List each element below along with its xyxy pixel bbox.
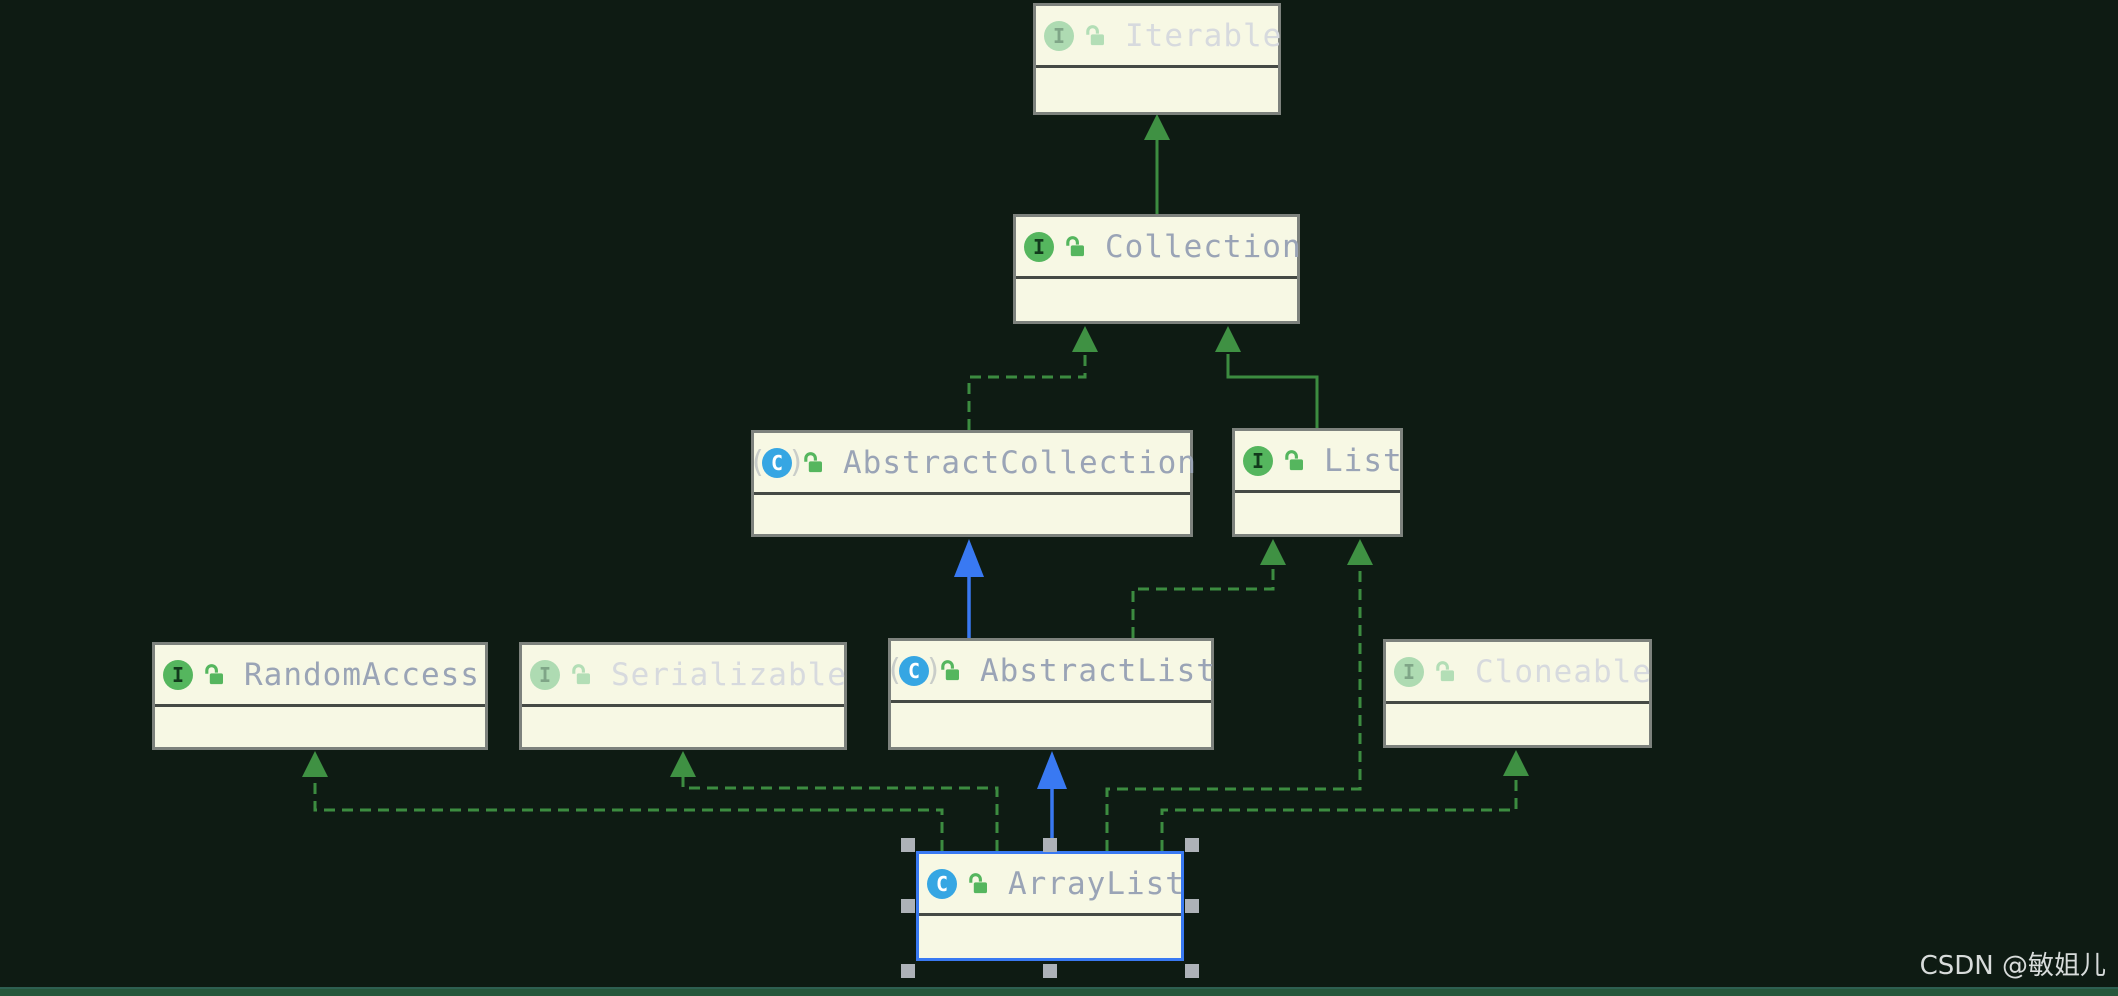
interface-icon: I xyxy=(1243,445,1273,476)
node-abstractcollection[interactable]: C AbstractCollection xyxy=(751,430,1196,537)
unlocked-icon xyxy=(801,451,825,475)
node-label: AbstractCollection xyxy=(843,444,1197,481)
csdn-watermark: CSDN @敏姐儿 xyxy=(1919,951,2106,981)
fields-section xyxy=(919,916,1181,996)
unlocked-icon xyxy=(1282,449,1306,473)
node-iterable[interactable]: I Iterable xyxy=(1033,3,1281,115)
node-header: C AbstractList xyxy=(889,641,1215,703)
edge-collection-extends-iterable[interactable] xyxy=(1144,114,1170,214)
fields-section xyxy=(1235,493,1400,596)
fields-section xyxy=(1016,279,1297,383)
interface-icon: I xyxy=(1394,656,1424,687)
interface-icon: I xyxy=(530,659,560,690)
node-label: Iterable xyxy=(1125,17,1283,54)
unlocked-icon xyxy=(1083,24,1107,48)
node-abstractlist[interactable]: C AbstractList xyxy=(888,638,1215,750)
node-header: I Serializable xyxy=(522,645,847,707)
edge-arraylist-implements-list[interactable] xyxy=(1105,539,1373,851)
node-label: Serializable xyxy=(611,656,847,693)
abstract-class-icon: C xyxy=(752,445,802,480)
resize-handle-top-center[interactable] xyxy=(1043,838,1057,852)
node-header: C AbstractCollection xyxy=(752,433,1196,495)
resize-handle-top-right[interactable] xyxy=(1185,838,1199,852)
interface-icon: I xyxy=(163,659,193,690)
node-label: Cloneable xyxy=(1475,653,1652,690)
unlocked-icon xyxy=(202,663,226,687)
node-collection[interactable]: I Collection xyxy=(1013,214,1301,324)
unlocked-icon xyxy=(938,659,962,683)
interface-icon: I xyxy=(1024,231,1054,262)
resize-handle-bottom-center[interactable] xyxy=(1043,964,1057,978)
edge-abstractlist-implements-list[interactable] xyxy=(1131,539,1286,638)
node-header: I List xyxy=(1235,431,1403,493)
unlocked-icon xyxy=(1063,235,1087,259)
edge-arraylist-implements-serializable[interactable] xyxy=(670,751,999,851)
node-serializable[interactable]: I Serializable xyxy=(519,642,847,750)
unlocked-icon xyxy=(569,663,593,687)
interface-icon: I xyxy=(1044,20,1074,51)
node-label: ArrayList xyxy=(1008,865,1185,902)
resize-handle-bottom-right[interactable] xyxy=(1185,964,1199,978)
node-header: I Cloneable xyxy=(1386,642,1652,704)
edge-abstractlist-extends-abstractcollection[interactable] xyxy=(954,539,984,638)
node-arraylist[interactable]: C ArrayList xyxy=(916,851,1184,961)
resize-handle-bottom-left[interactable] xyxy=(901,964,915,978)
bottom-window-edge xyxy=(0,987,2118,996)
fields-section xyxy=(1386,704,1649,807)
edge-abstractcollection-implements-collection[interactable] xyxy=(967,326,1098,430)
abstract-class-icon: C xyxy=(889,653,939,688)
fields-section xyxy=(891,703,1211,809)
node-label: AbstractList xyxy=(980,652,1216,689)
fields-section xyxy=(754,495,1190,596)
edge-list-extends-collection[interactable] xyxy=(1215,326,1319,428)
node-header: I Collection xyxy=(1016,217,1301,279)
fields-section xyxy=(522,707,844,809)
node-header: I RandomAccess xyxy=(155,645,485,707)
unlocked-icon xyxy=(1433,660,1457,684)
node-header: C ArrayList xyxy=(919,854,1184,916)
unlocked-icon xyxy=(966,872,990,896)
node-list[interactable]: I List xyxy=(1232,428,1403,537)
node-randomaccess[interactable]: I RandomAccess xyxy=(152,642,488,750)
resize-handle-mid-left[interactable] xyxy=(901,899,915,913)
fields-section xyxy=(155,707,485,809)
node-label: RandomAccess xyxy=(244,656,480,693)
node-label: Collection xyxy=(1105,228,1302,265)
node-header: I Iterable xyxy=(1036,6,1281,68)
edge-arraylist-implements-randomaccess[interactable] xyxy=(302,751,944,851)
resize-handle-mid-right[interactable] xyxy=(1185,899,1199,913)
edge-arraylist-implements-cloneable[interactable] xyxy=(1160,750,1529,851)
node-cloneable[interactable]: I Cloneable xyxy=(1383,639,1652,748)
fields-section xyxy=(1036,68,1278,174)
class-icon: C xyxy=(927,868,957,899)
node-label: List xyxy=(1324,442,1403,479)
resize-handle-top-left[interactable] xyxy=(901,838,915,852)
